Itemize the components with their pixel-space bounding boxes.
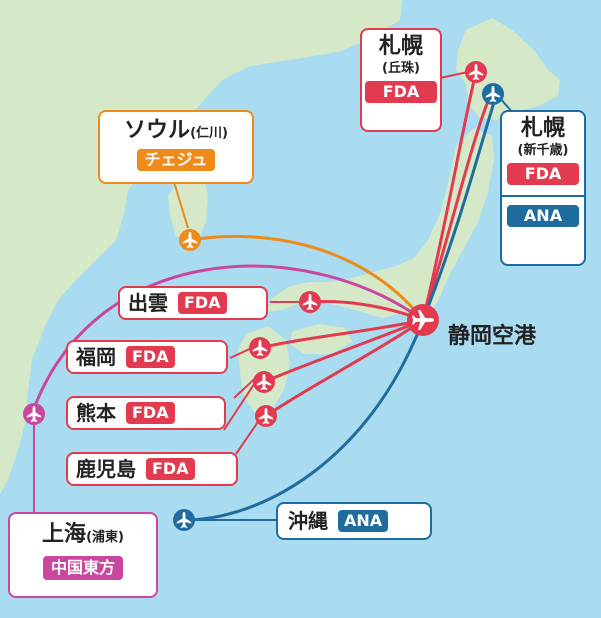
sapporo-okadama-airline-badge: FDA [365,81,437,103]
shanghai-sub: (浦東) [86,530,124,545]
sapporo-okadama-sub: (丘珠) [382,61,420,76]
honshu [266,128,494,318]
kumamoto-airline-badge: FDA [126,402,175,424]
okinawa-callout: 沖縄 ANA [276,502,432,540]
izumo-airport-icon [299,291,321,313]
route-sapporo-chitose-ana [421,94,498,322]
fukuoka-callout: 福岡 FDA [66,340,228,374]
shanghai-airport-icon [23,403,45,425]
izumo-airline-badge: FDA [178,292,227,314]
seoul-airline-badge: チェジュ [136,149,216,171]
izumo-callout: 出雲 FDA [118,286,268,320]
sapporo-chitose-divider [502,195,584,197]
route-kagoshima [264,318,425,418]
seoul-name: ソウル [124,118,191,143]
seoul-callout: ソウル(仁川) チェジュ [98,110,254,184]
route-kumamoto [262,318,425,384]
route-okinawa [182,318,425,522]
shikoku [290,324,352,354]
route-sapporo-okadama [421,70,478,322]
shanghai-name: 上海 [42,522,87,547]
kagoshima-airport-icon [255,405,277,427]
korean-peninsula [168,170,208,242]
fukuoka-airline-badge: FDA [126,346,175,368]
kagoshima-airline-badge: FDA [146,458,195,480]
route-shanghai [30,264,425,416]
fukuoka-name: 福岡 [76,345,116,369]
shanghai-callout: 上海(浦東) 中国東方 [8,512,158,598]
okinawa-name: 沖縄 [288,509,328,533]
shanghai-airline-badge: 中国東方 [42,556,123,580]
hub-icon [407,304,439,336]
sapporo-okadama-callout: 札幌 (丘珠) FDA [360,28,442,132]
route-sapporo-chitose-fda [421,94,492,322]
seoul-sub: (仁川) [190,126,228,141]
kagoshima-callout: 鹿児島 FDA [66,452,238,486]
hub-label: 静岡空港 [448,324,537,349]
sapporo-chitose-callout: 札幌 (新千歳) FDA ANA [500,110,586,266]
izumo-name: 出雲 [128,291,168,315]
sapporo-okadama-airport-icon [465,61,487,83]
kumamoto-callout: 熊本 FDA [66,396,226,430]
kagoshima-name: 鹿児島 [76,457,136,481]
kumamoto-name: 熊本 [76,401,116,425]
fukuoka-airport-icon [249,337,271,359]
route-fukuoka [258,318,425,350]
route-seoul [190,234,425,322]
sapporo-chitose-name: 札幌 [520,116,565,141]
sapporo-chitose-airport-icon [482,83,504,105]
sapporo-okadama-name: 札幌 [378,34,423,59]
okinawa-airport-icon [173,509,195,531]
kumamoto-airport-icon [253,371,275,393]
sapporo-chitose-fda-badge: FDA [507,163,579,185]
sapporo-chitose-ana-badge: ANA [507,205,579,227]
okinawa-airline-badge: ANA [338,510,389,532]
sapporo-chitose-sub: (新千歳) [517,143,569,158]
seoul-airport-icon [179,229,201,251]
hokkaido [456,18,560,120]
